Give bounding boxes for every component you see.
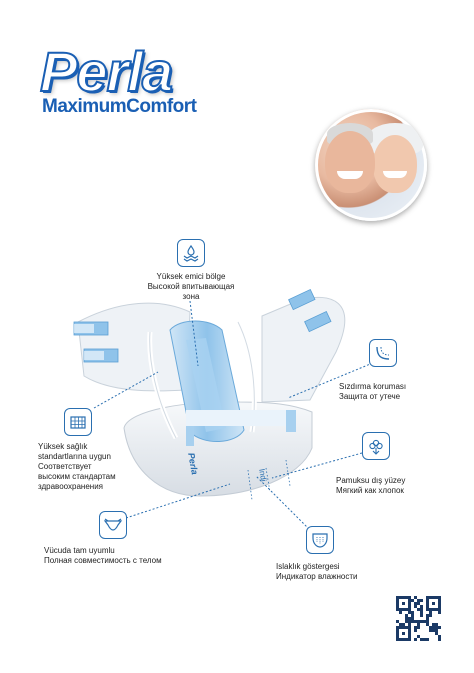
feature-wetness-indicator: Islaklık göstergesi Индикатор влажности xyxy=(276,562,358,581)
feature-cotton-surface: Pamuksu dış yüzey Мягкий как хлопок xyxy=(336,476,406,495)
barrier-curve-icon xyxy=(369,339,397,367)
feature-body-fit: Vücuda tam uyumlu Полная совместимость с… xyxy=(44,546,162,565)
feature-leak-protection: Sızdırma koruması Защита от утече xyxy=(339,382,407,401)
feature-absorbent-zone: Yüksek emici bölge Высокой впитывающая з… xyxy=(147,272,235,301)
qr-code-icon[interactable] xyxy=(396,596,441,641)
right-tape-top xyxy=(288,288,316,311)
cotton-flower-icon xyxy=(362,432,390,460)
leader-cotton xyxy=(271,452,363,479)
feature-health-standards: Yüksek sağlık standartlarına uygun Соотв… xyxy=(38,442,116,491)
droplets-layers-icon xyxy=(177,239,205,267)
front-waistband xyxy=(186,410,290,426)
wetness-line-2 xyxy=(265,467,271,493)
right-tape-bottom xyxy=(304,310,332,333)
wetness-line-3 xyxy=(285,459,291,487)
leader-wetness xyxy=(255,475,313,533)
wetness-indicator-icon xyxy=(306,526,334,554)
wetness-line-1 xyxy=(247,469,253,501)
grid-tray-icon xyxy=(64,408,92,436)
leader-health xyxy=(93,371,159,409)
brand-tagline: MaximumComfort xyxy=(42,96,197,117)
leader-leak xyxy=(287,359,381,399)
elderly-couple-photo xyxy=(315,109,427,221)
brand-logo: Perla xyxy=(39,40,174,103)
leader-absorbent xyxy=(189,300,199,367)
diaper-fit-icon xyxy=(99,511,127,539)
right-wing xyxy=(261,296,346,403)
